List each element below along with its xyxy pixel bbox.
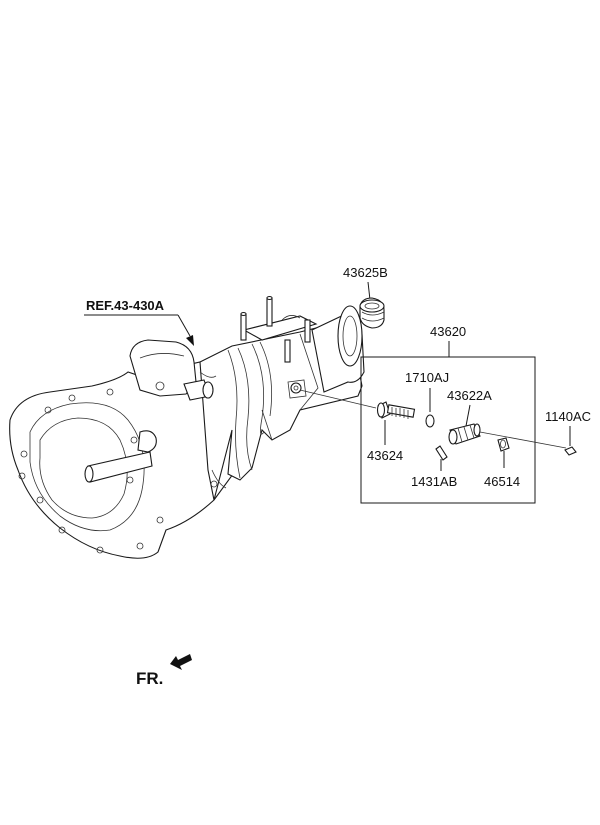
label-46514: 46514: [484, 474, 520, 489]
part-46514: 46514: [484, 437, 520, 489]
part-43622A: 43622A: [447, 388, 492, 445]
label-1431AB: 1431AB: [411, 474, 457, 489]
flange-bolts: [18, 388, 164, 554]
bolt-leader: [479, 431, 567, 449]
o-ring-icon: [425, 414, 435, 428]
clip-icon: [497, 437, 510, 452]
sleeve-icon: [448, 423, 481, 445]
part-43624: 43624: [367, 401, 416, 463]
pin-icon: [435, 445, 448, 461]
bolt-icon: [564, 446, 577, 456]
label-43624: 43624: [367, 448, 403, 463]
assembly-box: [360, 356, 536, 504]
plug-43625B-icon: [359, 297, 385, 329]
label-1710AJ: 1710AJ: [405, 370, 449, 385]
front-direction-indicator: FR.: [136, 654, 192, 688]
driven-gear-icon: [376, 401, 416, 419]
assembly-leader: [299, 389, 377, 409]
reference-arrow-icon: [186, 335, 194, 346]
part-1431AB: 1431AB: [411, 445, 457, 489]
direction-label: FR.: [136, 669, 163, 688]
front-arrow-icon: [170, 654, 192, 670]
part-1710AJ: 1710AJ: [405, 370, 449, 428]
part-1140AC: 1140AC: [545, 409, 591, 456]
part-43625B: 43625B: [343, 265, 388, 329]
assembly-43620: 43620: [360, 324, 536, 504]
transmission-assembly: [9, 295, 365, 559]
label-43625B: 43625B: [343, 265, 388, 280]
label-43622A: 43622A: [447, 388, 492, 403]
label-1140AC: 1140AC: [545, 409, 591, 424]
reference-callout: REF.43-430A: [84, 298, 194, 346]
label-43620: 43620: [430, 324, 466, 339]
reference-label: REF.43-430A: [86, 298, 165, 313]
